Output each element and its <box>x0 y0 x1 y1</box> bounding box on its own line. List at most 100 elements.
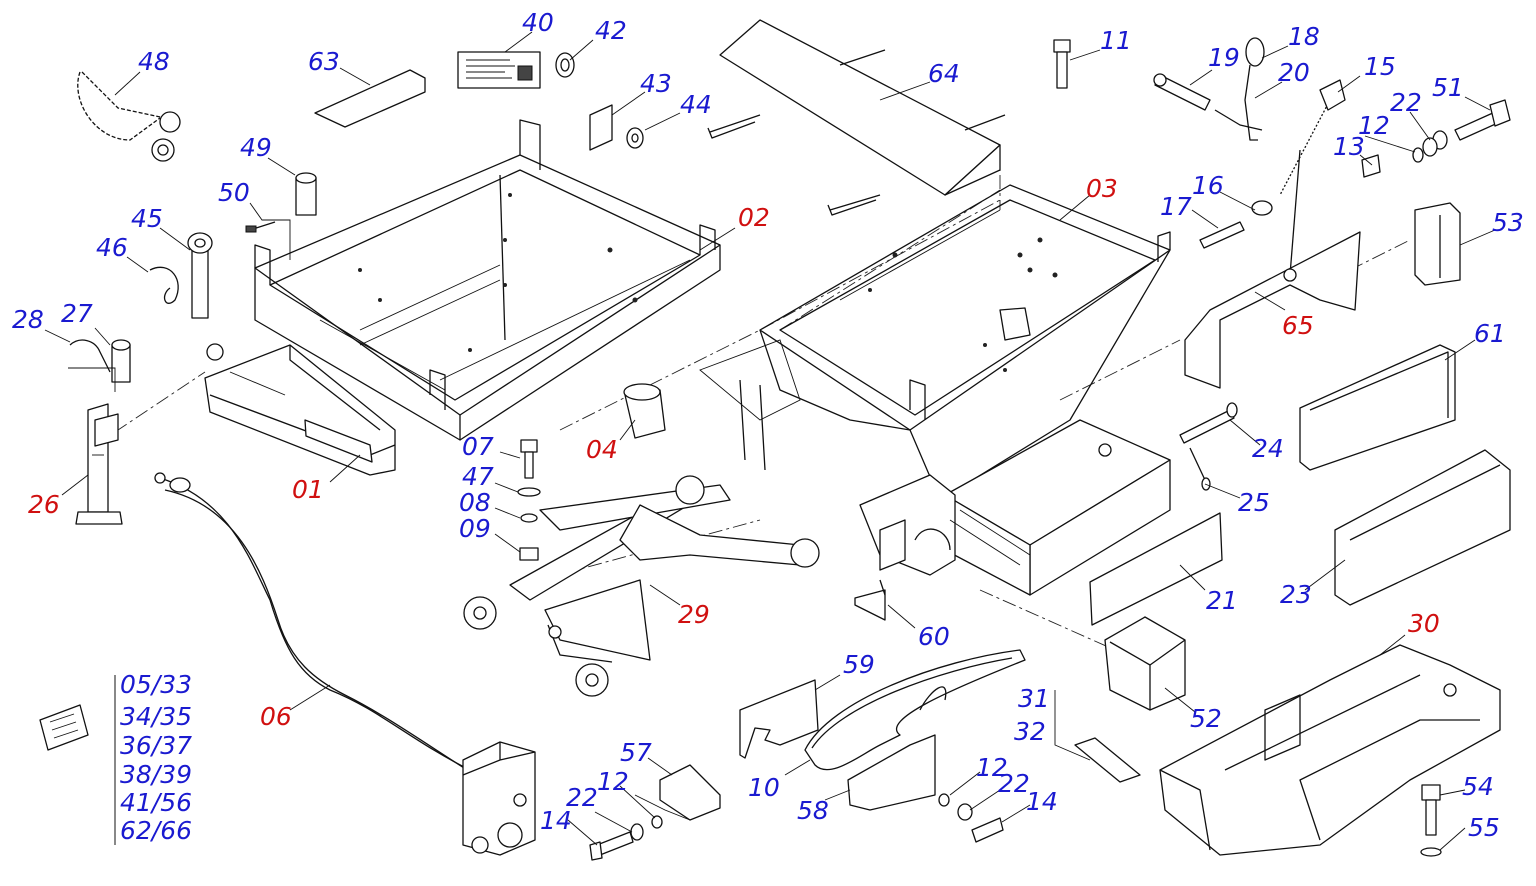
part-labels: 48 63 40 42 49 50 45 46 28 27 26 01 02 4… <box>12 8 1524 842</box>
label-65: 65 <box>1282 311 1314 340</box>
decal-item: 41/56 <box>120 788 192 817</box>
label-01: 01 <box>292 475 324 504</box>
chassis-body <box>859 419 1171 596</box>
conveyor-housing <box>1159 644 1501 856</box>
label-49: 49 <box>240 133 272 162</box>
box-52 <box>1104 616 1186 711</box>
rail-31 <box>1074 737 1141 783</box>
label-44: 44 <box>680 90 712 119</box>
label-27: 27 <box>61 299 93 328</box>
cover-23 <box>1334 449 1511 606</box>
label-53: 53 <box>1492 208 1524 237</box>
bracket-60 <box>854 579 886 621</box>
jack-pin <box>68 339 131 392</box>
label-12-top: 12 <box>1358 111 1390 140</box>
hydraulic-motor <box>462 741 536 856</box>
label-52: 52 <box>1190 704 1222 733</box>
label-18: 18 <box>1288 22 1320 51</box>
label-40: 40 <box>522 8 554 37</box>
label-17: 17 <box>1160 192 1192 221</box>
drawbar-frame <box>204 343 396 476</box>
label-25: 25 <box>1238 488 1270 517</box>
axle-assembly <box>463 475 820 697</box>
bolt-11 <box>1053 39 1071 89</box>
plate-65 <box>1184 231 1361 389</box>
label-64: 64 <box>928 59 960 88</box>
bracket-43 <box>589 104 644 151</box>
fastener-set-left <box>589 815 663 861</box>
label-22-right: 22 <box>998 769 1030 798</box>
label-51: 51 <box>1432 73 1464 102</box>
v-belt <box>804 649 1026 771</box>
label-10: 10 <box>748 773 780 802</box>
label-29: 29 <box>678 600 710 629</box>
label-20: 20 <box>1278 58 1310 87</box>
plate-21 <box>1089 512 1223 626</box>
bolt-kit-51 <box>1361 99 1511 178</box>
decal-item: 05/33 <box>120 670 192 699</box>
label-12-left: 12 <box>597 767 629 796</box>
spring-15 <box>1279 79 1346 276</box>
label-03: 03 <box>1086 174 1118 203</box>
sheet-63 <box>314 69 426 128</box>
front-hopper-frame <box>254 119 721 441</box>
label-14-right: 14 <box>1026 787 1058 816</box>
label-48: 48 <box>138 47 170 76</box>
decal-item: 62/66 <box>120 816 192 845</box>
label-11: 11 <box>1100 26 1132 55</box>
label-42: 42 <box>595 16 627 45</box>
cover-58 <box>847 734 936 811</box>
label-43: 43 <box>640 69 672 98</box>
label-06: 06 <box>260 702 292 731</box>
label-08: 08 <box>459 488 491 517</box>
label-13: 13 <box>1333 132 1365 161</box>
label-30: 30 <box>1408 609 1440 638</box>
label-57: 57 <box>620 738 652 767</box>
safety-chain <box>77 71 181 162</box>
pin-49 <box>245 172 317 233</box>
support-jack <box>75 403 123 525</box>
label-22-left: 22 <box>566 783 598 812</box>
label-58: 58 <box>797 796 829 825</box>
label-23: 23 <box>1280 580 1312 609</box>
label-50: 50 <box>218 178 250 207</box>
plate-59 <box>739 679 819 759</box>
label-46: 46 <box>96 233 128 262</box>
leader-lines <box>44 31 1496 851</box>
decal-item: 34/35 <box>120 702 192 731</box>
grommet-42 <box>555 52 575 78</box>
label-22-top: 22 <box>1390 88 1422 117</box>
label-04: 04 <box>586 435 618 464</box>
fastener-set-right <box>938 793 1004 843</box>
bracket-53 <box>1414 202 1461 286</box>
label-15: 15 <box>1364 52 1396 81</box>
label-19: 19 <box>1208 43 1240 72</box>
decal-sheet <box>39 675 116 845</box>
label-09: 09 <box>459 514 491 543</box>
pin-17 <box>1199 200 1273 249</box>
decal-item: 38/39 <box>120 760 192 789</box>
label-12-right: 12 <box>976 753 1008 782</box>
rear-hopper-frame <box>699 184 1171 501</box>
label-55: 55 <box>1468 813 1500 842</box>
crank-handle <box>1153 37 1265 141</box>
tube-04 <box>623 383 666 439</box>
hitch-pin-45 <box>149 232 213 319</box>
pin-24 <box>1179 402 1238 491</box>
label-54: 54 <box>1462 772 1494 801</box>
label-59: 59 <box>843 650 875 679</box>
label-24: 24 <box>1252 434 1284 463</box>
bolt-stack-07 <box>517 439 541 561</box>
label-21: 21 <box>1206 586 1238 615</box>
hydraulic-hose <box>154 472 476 776</box>
label-26: 26 <box>28 490 60 519</box>
label-16: 16 <box>1192 171 1224 200</box>
label-32: 32 <box>1014 717 1046 746</box>
hopper-cover <box>707 19 1006 216</box>
bracket-57 <box>634 764 721 821</box>
label-14-left: 14 <box>540 806 572 835</box>
label-47: 47 <box>462 462 494 491</box>
cover-61 <box>1299 344 1456 471</box>
decal-list: 05/33 34/35 36/37 38/39 41/56 62/66 <box>120 670 192 845</box>
